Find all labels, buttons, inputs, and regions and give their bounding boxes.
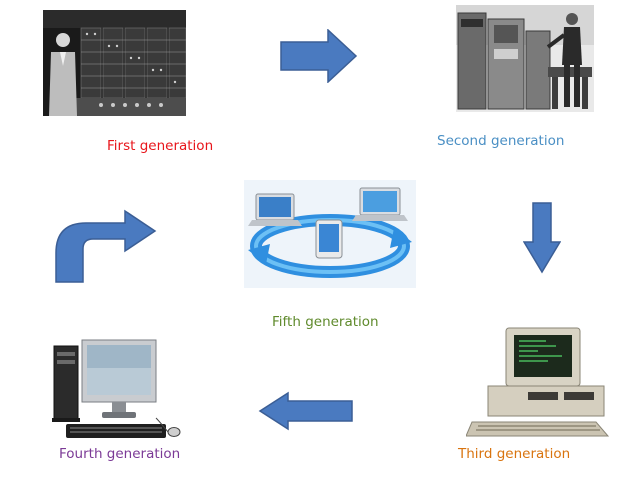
first-generation-image <box>43 10 186 116</box>
left-arrow-icon <box>258 391 353 431</box>
bent-up-right-arrow-icon <box>55 209 157 283</box>
fifth-generation-image <box>244 180 416 288</box>
second-generation-image <box>456 5 594 112</box>
first-generation-label: First generation <box>107 138 214 154</box>
down-arrow-icon <box>523 202 561 274</box>
third-generation-label: Third generation <box>458 446 571 462</box>
fifth-generation-label: Fifth generation <box>272 314 379 330</box>
fourth-generation-image <box>52 338 184 442</box>
third-generation-image <box>466 326 612 438</box>
fourth-generation-label: Fourth generation <box>59 446 181 462</box>
second-generation-label: Second generation <box>437 133 565 149</box>
right-arrow-icon <box>280 29 358 83</box>
